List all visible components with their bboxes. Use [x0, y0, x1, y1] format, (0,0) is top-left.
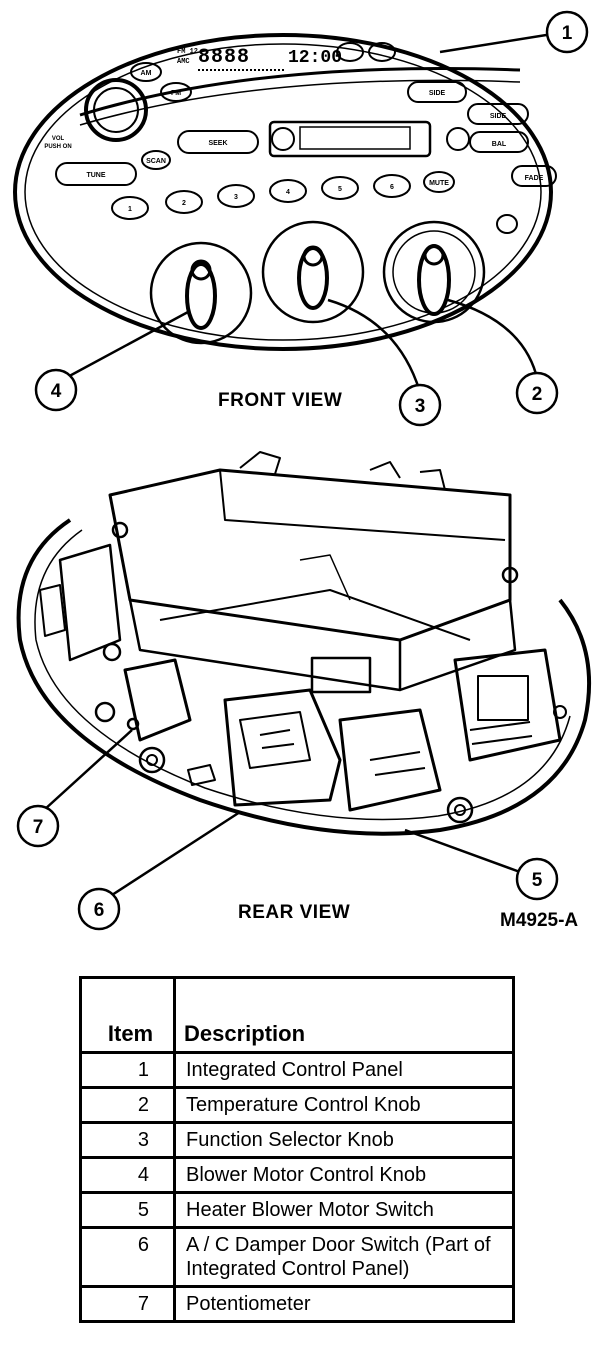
- callout-3: 3: [327, 298, 442, 427]
- figure-code: M4925-A: [500, 910, 579, 931]
- svg-text:FADE: FADE: [525, 175, 544, 182]
- control-panel-diagram: FM 12 AMC 8888 12:00 AM FM VOL PUSH ON S…: [13, 10, 592, 931]
- svg-text:AMC: AMC: [177, 58, 190, 66]
- item-description: Blower Motor Control Knob: [173, 1156, 515, 1194]
- item-number: 7: [79, 1285, 176, 1323]
- svg-text:6: 6: [94, 900, 105, 921]
- svg-text:2: 2: [182, 200, 186, 207]
- item-column-header: Item: [79, 976, 176, 1054]
- svg-text:SIDE: SIDE: [490, 113, 507, 120]
- item-number: 4: [79, 1156, 176, 1194]
- function-selector-knob: [261, 220, 365, 324]
- svg-text:4: 4: [51, 381, 62, 402]
- description-column-header: Description: [173, 976, 515, 1054]
- item-description: A / C Damper Door Switch (Part of Integr…: [173, 1226, 515, 1288]
- svg-text:FM 12: FM 12: [177, 48, 198, 56]
- svg-text:PUSH ON: PUSH ON: [44, 144, 71, 150]
- item-number: 2: [79, 1086, 176, 1124]
- item-description: Heater Blower Motor Switch: [173, 1191, 515, 1229]
- legend-header-row: Item Description: [79, 976, 515, 1054]
- legend-table: Item Description 1 Integrated Control Pa…: [79, 976, 515, 1323]
- svg-text:VOL: VOL: [52, 136, 65, 142]
- svg-text:7: 7: [33, 817, 44, 838]
- svg-text:3: 3: [234, 194, 238, 201]
- front-view-label: FRONT VIEW: [218, 390, 343, 411]
- svg-text:SIDE: SIDE: [429, 90, 446, 97]
- potentiometer: [123, 658, 192, 742]
- callout-2: 2: [447, 298, 559, 415]
- item-number: 1: [79, 1051, 176, 1089]
- svg-text:8888: 8888: [198, 46, 250, 69]
- item-description: Function Selector Knob: [173, 1121, 515, 1159]
- item-description: Integrated Control Panel: [173, 1051, 515, 1089]
- table-row: 2 Temperature Control Knob: [79, 1086, 515, 1124]
- table-row: 6 A / C Damper Door Switch (Part of Inte…: [79, 1226, 515, 1288]
- callout-4: 4: [34, 310, 189, 412]
- item-number: 3: [79, 1121, 176, 1159]
- callout-1: 1: [439, 10, 589, 54]
- svg-text:SCAN: SCAN: [146, 158, 166, 165]
- svg-text:1: 1: [562, 23, 573, 44]
- svg-text:MUTE: MUTE: [429, 180, 449, 187]
- blower-motor-control-knob: [149, 241, 253, 345]
- item-description: Potentiometer: [173, 1285, 515, 1323]
- callout-7: 7: [16, 729, 133, 848]
- svg-text:5: 5: [338, 186, 342, 193]
- svg-text:TUNE: TUNE: [86, 172, 105, 179]
- callout-5: 5: [404, 828, 559, 901]
- svg-text:5: 5: [532, 870, 543, 891]
- table-row: 1 Integrated Control Panel: [79, 1051, 515, 1089]
- callout-6: 6: [77, 810, 241, 931]
- heater-blower-motor-switch: [338, 708, 442, 812]
- svg-text:1: 1: [128, 206, 132, 213]
- svg-text:12:00: 12:00: [288, 48, 342, 68]
- item-description: Temperature Control Knob: [173, 1086, 515, 1124]
- rear-view-panel: [16, 451, 592, 836]
- svg-text:FM: FM: [171, 90, 181, 97]
- svg-text:AM: AM: [141, 70, 152, 77]
- front-button-labels: AM FM VOL PUSH ON SEEK TUNE SCAN SIDE SI…: [44, 70, 543, 213]
- svg-text:SEEK: SEEK: [208, 140, 227, 147]
- ac-damper-door-switch: [223, 688, 342, 807]
- table-row: 7 Potentiometer: [79, 1285, 515, 1323]
- svg-text:2: 2: [532, 384, 543, 405]
- svg-text:6: 6: [390, 184, 394, 191]
- item-number: 5: [79, 1191, 176, 1229]
- rear-view-label: REAR VIEW: [238, 902, 351, 923]
- volume-knob: [84, 78, 148, 142]
- front-display: FM 12 AMC 8888 12:00: [177, 46, 342, 71]
- item-number: 6: [79, 1226, 176, 1288]
- temperature-control-knob: [382, 220, 486, 324]
- table-row: 4 Blower Motor Control Knob: [79, 1156, 515, 1194]
- front-view-panel: [13, 33, 557, 351]
- svg-text:4: 4: [286, 189, 290, 196]
- svg-text:3: 3: [415, 396, 426, 417]
- table-row: 3 Function Selector Knob: [79, 1121, 515, 1159]
- table-row: 5 Heater Blower Motor Switch: [79, 1191, 515, 1229]
- svg-text:BAL: BAL: [492, 141, 507, 148]
